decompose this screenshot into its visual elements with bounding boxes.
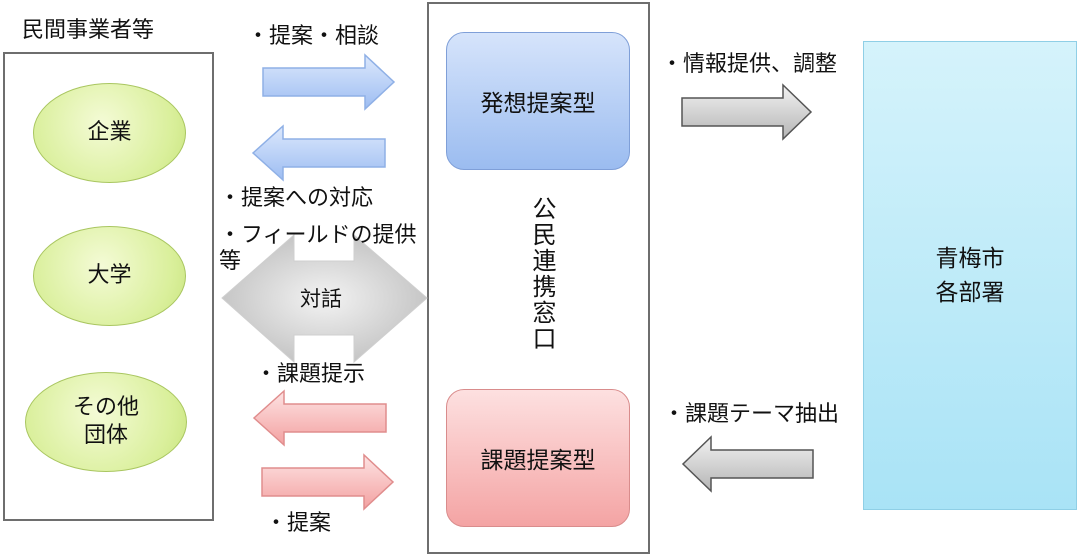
node-university-label: 大学 [87, 263, 132, 288]
label-task-present: ・課題提示 [255, 362, 366, 387]
private-sector-box [3, 52, 214, 521]
private-sector-title: 民間事業者等 [22, 18, 155, 43]
arrow-theme-extraction [681, 435, 814, 493]
task-proposal-type-label: 課題提案型 [480, 448, 596, 474]
window-label: 公民連携窓口 [528, 196, 556, 352]
label-field: ・フィールドの提供 [219, 223, 417, 248]
label-propose: ・提案 [265, 511, 332, 536]
node-company-label: 企業 [87, 120, 132, 145]
label-theme-extraction: ・課題テーマ抽出 [663, 402, 840, 427]
label-response: ・提案への対応 [219, 186, 374, 211]
node-other-groups: その他 団体 [25, 372, 187, 472]
dialogue-label: 対話 [300, 287, 342, 311]
label-propose-consult: ・提案・相談 [247, 24, 380, 49]
idea-proposal-type: 発想提案型 [446, 32, 630, 170]
arrow-propose-consult [262, 53, 396, 111]
city-departments-label: 青梅市 各部署 [935, 245, 1005, 306]
label-etc: 等 [219, 249, 242, 274]
arrow-propose [261, 453, 395, 511]
task-proposal-type: 課題提案型 [446, 389, 630, 527]
arrow-info-coordination [681, 83, 813, 141]
dialogue-double-arrow [221, 233, 428, 364]
node-other-groups-label: その他 団体 [72, 395, 139, 448]
node-company: 企業 [33, 83, 186, 183]
city-departments-box: 青梅市 各部署 [863, 41, 1077, 510]
label-info-coordination: ・情報提供、調整 [661, 52, 838, 77]
idea-proposal-type-label: 発想提案型 [480, 91, 596, 117]
arrow-response [251, 124, 386, 182]
node-university: 大学 [33, 226, 186, 326]
public-private-window-box [427, 2, 650, 554]
arrow-task-present [252, 389, 387, 447]
